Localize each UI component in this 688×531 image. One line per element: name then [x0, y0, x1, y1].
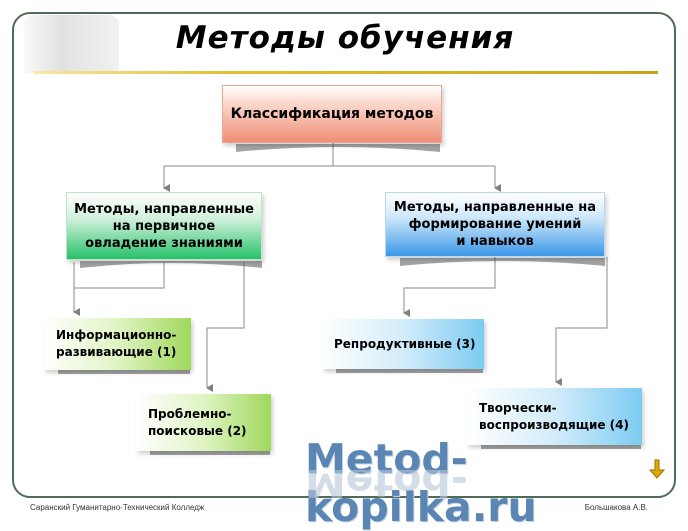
problem-box-shadow: [150, 451, 270, 455]
info-developing-line-1: Информационно-: [56, 328, 177, 342]
connector-left-info-h: [74, 262, 165, 289]
left-branch-line-2: на первичное: [112, 218, 216, 234]
problem-search-node: Проблемно- поисковые (2): [136, 394, 271, 451]
connector-root-left: [163, 143, 334, 192]
root-node: Классификация методов: [222, 85, 442, 143]
info-box-shadow: [58, 370, 190, 374]
left-box-shadow: [80, 261, 262, 268]
right-box-shadow: [400, 258, 605, 266]
info-developing-node: Информационно- развивающие (1): [44, 318, 191, 370]
root-node-label: Классификация методов: [230, 106, 434, 122]
connector-right-repro: [403, 257, 496, 317]
right-branch-line-3: и навыков: [456, 234, 534, 249]
presenter-silhouette-icon: [24, 15, 119, 73]
connector-right-creative: [555, 257, 608, 386]
next-arrow-icon[interactable]: [646, 458, 668, 480]
repro-box-shadow: [336, 369, 483, 373]
right-branch-line-2: формирование умений: [408, 217, 582, 232]
reproductive-line-1: Репродуктивные (3): [334, 337, 476, 351]
footer-author: Большакова А.В.: [584, 503, 648, 512]
connector-lines: [58, 143, 641, 455]
connector-left-problem: [206, 262, 245, 392]
right-branch-node: Методы, направленные на формирование уме…: [385, 192, 605, 257]
problem-search-line-1: Проблемно-: [148, 406, 232, 421]
left-branch-node: Методы, направленные на первичное овладе…: [66, 192, 262, 260]
reproductive-node: Репродуктивные (3): [322, 319, 484, 369]
creative-reproducing-line-1: Творчески-: [479, 400, 557, 415]
creative-reproducing-node: Творчески- воспроизводящие (4): [467, 388, 642, 445]
watermark-reflection: Metod-kopilka.ru: [305, 470, 468, 506]
connector-root-right: [333, 165, 501, 192]
right-branch-line-1: Методы, направленные на: [393, 200, 597, 215]
info-developing-line-2: развивающие (1): [56, 345, 177, 359]
root-box-shadow: [236, 144, 440, 152]
left-branch-line-3: овладение знаниями: [85, 235, 243, 251]
page-title: Методы обучения: [175, 20, 515, 56]
creative-box-shadow: [481, 445, 641, 449]
problem-search-line-2: поисковые (2): [148, 423, 247, 438]
creative-reproducing-line-2: воспроизводящие (4): [479, 417, 629, 432]
title-divider: [34, 71, 658, 74]
left-branch-line-1: Методы, направленные: [74, 201, 254, 217]
footer-college: Саранский Гуманитарно-Технический Коллед…: [30, 503, 205, 512]
